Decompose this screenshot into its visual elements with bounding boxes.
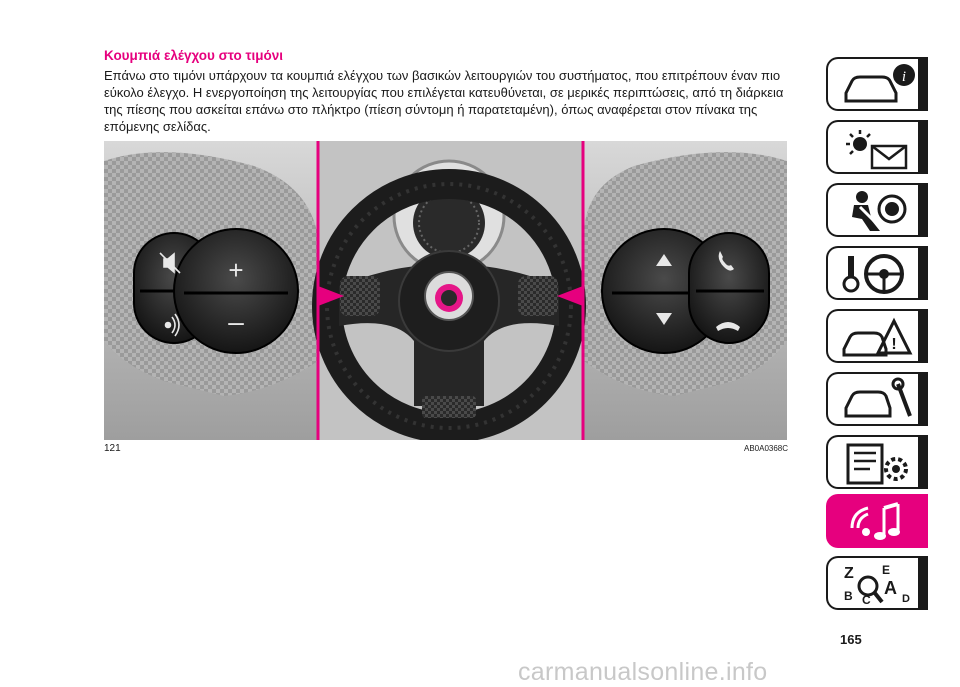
left-control-panel: + – bbox=[104, 152, 318, 396]
center-wheel-photo bbox=[312, 141, 586, 440]
multimedia-icon bbox=[850, 502, 900, 540]
svg-text:D: D bbox=[902, 593, 910, 605]
svg-text:A: A bbox=[884, 578, 897, 598]
tab-car-info[interactable]: i bbox=[826, 57, 928, 111]
figure-number: 121 bbox=[104, 443, 121, 454]
maintenance-icon bbox=[844, 377, 912, 418]
mute-icon bbox=[159, 252, 181, 274]
technical-data-icon bbox=[846, 443, 908, 485]
page-number: 165 bbox=[840, 632, 862, 647]
svg-text:Z: Z bbox=[844, 565, 854, 582]
section-body-text: Επάνω στο τιμόνι υπάρχουν τα κουμπιά ελέ… bbox=[104, 68, 784, 134]
plus-icon: + bbox=[228, 255, 243, 285]
phone-accept-icon bbox=[718, 251, 734, 271]
svg-text:B: B bbox=[844, 589, 853, 603]
svg-text:C: C bbox=[862, 593, 871, 607]
car-info-icon: i bbox=[844, 64, 915, 103]
tab-seat-safety[interactable] bbox=[826, 183, 928, 237]
warning-lights-icon bbox=[846, 130, 908, 170]
tab-starting-driving[interactable] bbox=[826, 246, 928, 300]
right-control-panel bbox=[584, 152, 787, 396]
starting-driving-icon bbox=[842, 254, 904, 294]
tab-warning-lights[interactable] bbox=[826, 120, 928, 174]
index-icon: Z E B C A D bbox=[844, 563, 910, 607]
tab-index[interactable]: Z E B C A D bbox=[826, 556, 928, 610]
tab-multimedia[interactable] bbox=[826, 494, 928, 548]
svg-text:i: i bbox=[902, 69, 906, 85]
tab-emergency[interactable]: ! bbox=[826, 309, 928, 363]
seat-safety-icon bbox=[852, 191, 907, 231]
tab-technical-data[interactable] bbox=[826, 435, 928, 489]
tab-maintenance[interactable] bbox=[826, 372, 928, 426]
arrow-up-icon bbox=[656, 254, 672, 266]
watermark: carmanualsonline.info bbox=[518, 658, 768, 686]
steering-wheel-figure: + – bbox=[104, 141, 787, 440]
phone-end-icon bbox=[716, 322, 740, 331]
section-title: Κουμπιά ελέγχου στο τιμόνι bbox=[104, 48, 284, 63]
figure-code: AB0A0368C bbox=[744, 444, 789, 453]
voice-command-icon bbox=[164, 313, 180, 337]
svg-text:!: ! bbox=[891, 336, 896, 353]
svg-text:E: E bbox=[882, 563, 890, 577]
steering-wheel-illustration: + – bbox=[104, 141, 787, 440]
arrow-down-icon bbox=[656, 313, 672, 325]
emergency-icon: ! bbox=[842, 317, 913, 357]
minus-icon: – bbox=[228, 306, 244, 337]
